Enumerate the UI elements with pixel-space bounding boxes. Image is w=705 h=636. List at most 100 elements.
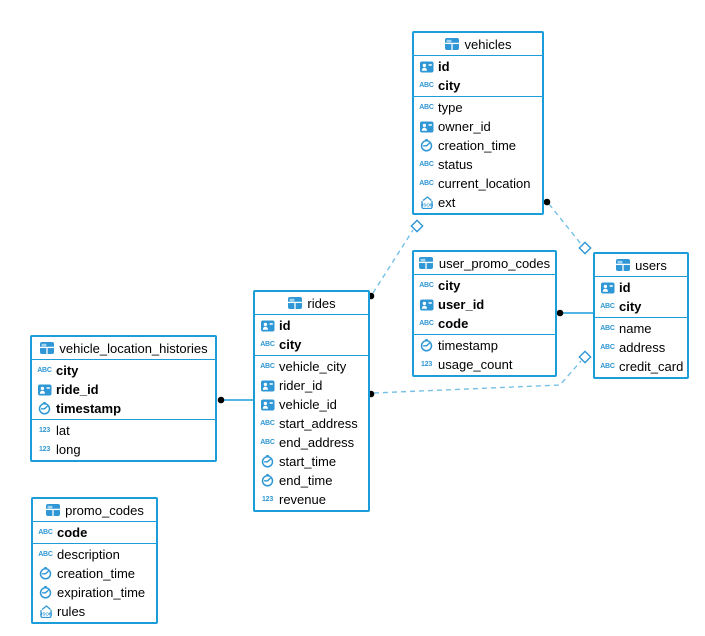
id-type-icon [419, 299, 434, 311]
table-header[interactable]: rides [255, 292, 368, 315]
column-name: timestamp [56, 401, 122, 416]
table-icon [615, 259, 630, 271]
column-name: vehicle_id [279, 397, 337, 412]
column-row-city: ABC city [32, 361, 215, 380]
column-name: rules [57, 604, 86, 619]
clock-type-icon [38, 567, 53, 580]
relationship-diamond [578, 241, 592, 255]
column-name: id [438, 59, 450, 74]
svg-text:JSON: JSON [39, 612, 52, 617]
text-type-icon: ABC [37, 367, 52, 374]
relationship-dot [543, 198, 551, 206]
column-name: timestamp [438, 338, 498, 353]
column-name: user_id [438, 297, 485, 312]
column-name: start_time [279, 454, 337, 469]
column-name: start_address [279, 416, 358, 431]
clock-type-icon [38, 586, 53, 599]
relationship-dot [217, 396, 225, 404]
column-name: id [619, 280, 631, 295]
table-header[interactable]: vehicle_location_histories [32, 337, 215, 360]
table-icon [45, 504, 60, 516]
clock-type-icon [260, 474, 275, 487]
table-header[interactable]: promo_codes [33, 499, 156, 522]
column-name: revenue [279, 492, 326, 507]
column-name: rider_id [279, 378, 323, 393]
column-row-id: id [255, 316, 368, 335]
id-type-icon [37, 384, 52, 396]
table-header[interactable]: user_promo_codes [414, 252, 555, 275]
column-name: vehicle_city [279, 359, 347, 374]
text-type-icon: ABC [600, 325, 615, 332]
id-type-icon [260, 380, 275, 392]
text-type-icon: ABC [419, 161, 434, 168]
column-name: creation_time [438, 138, 517, 153]
column-row-vehicle_id: vehicle_id [255, 395, 368, 414]
table-header[interactable]: users [595, 254, 687, 277]
table-icon [287, 297, 302, 309]
clock-type-icon [419, 139, 434, 152]
column-name: city [56, 363, 79, 378]
column-row-user_id: user_id [414, 295, 555, 314]
column-name: status [438, 157, 473, 172]
text-type-icon: ABC [260, 439, 275, 446]
relationship-line-vehicles-users [548, 203, 582, 245]
column-row-timestamp: timestamp [414, 336, 555, 355]
id-type-icon [419, 121, 434, 133]
column-row-rider_id: rider_id [255, 376, 368, 395]
column-name: lat [56, 423, 70, 438]
table-title: vehicle_location_histories [59, 340, 208, 356]
number-type-icon: 123 [261, 496, 274, 503]
column-name: code [57, 525, 88, 540]
svg-text:JSON: JSON [420, 203, 433, 208]
table-title: vehicles [464, 36, 512, 52]
column-row-current_location: ABC current_location [414, 174, 542, 193]
table-title: rides [307, 295, 336, 311]
column-name: current_location [438, 176, 531, 191]
column-row-id: id [595, 278, 687, 297]
relationship-diamond [410, 219, 424, 233]
column-row-status: ABC status [414, 155, 542, 174]
id-type-icon [260, 399, 275, 411]
text-type-icon: ABC [419, 82, 434, 89]
column-name: expiration_time [57, 585, 146, 600]
table-icon [39, 342, 54, 354]
text-type-icon: ABC [600, 344, 615, 351]
column-name: owner_id [438, 119, 491, 134]
number-type-icon: 123 [38, 427, 51, 434]
number-type-icon: 123 [420, 361, 433, 368]
text-type-icon: ABC [419, 282, 434, 289]
column-row-revenue: 123 revenue [255, 490, 368, 509]
column-row-ride_id: ride_id [32, 380, 215, 399]
text-type-icon: ABC [419, 180, 434, 187]
table-title: promo_codes [65, 502, 144, 518]
column-name: long [56, 442, 81, 457]
json-type-icon: JSON [38, 605, 53, 618]
column-row-owner_id: owner_id [414, 117, 542, 136]
table-header[interactable]: vehicles [414, 33, 542, 56]
column-row-start_time: start_time [255, 452, 368, 471]
table-title: users [635, 257, 667, 273]
table-icon [445, 38, 460, 50]
